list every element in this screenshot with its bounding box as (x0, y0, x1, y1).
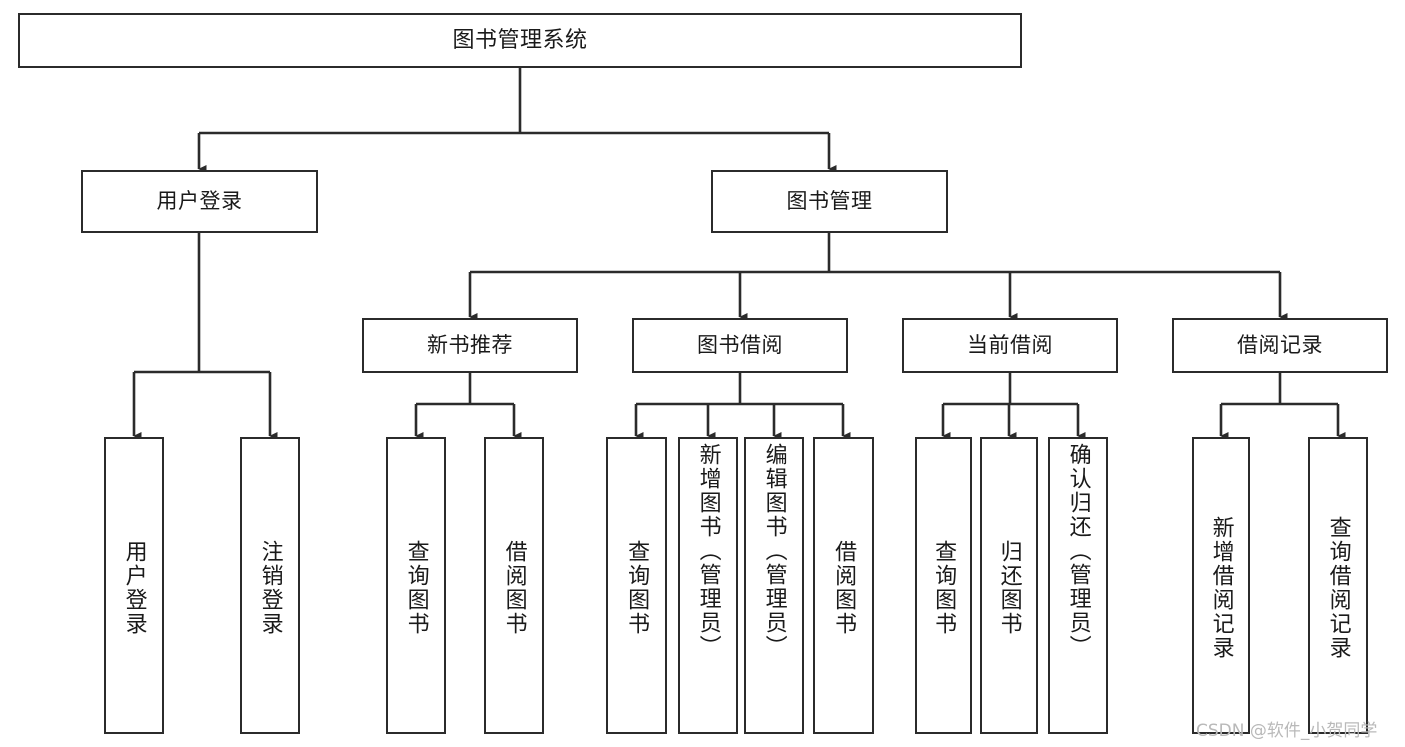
node-leaf-query-book-borrow[interactable]: 查询图书 (606, 437, 667, 734)
node-label: 查询图书 (931, 539, 957, 636)
node-root[interactable]: 图书管理系统 (18, 13, 1022, 68)
node-label: 图书借阅 (697, 333, 783, 358)
node-leaf-logout[interactable]: 注销登录 (240, 437, 300, 734)
node-leaf-query-book-recommend[interactable]: 查询图书 (386, 437, 446, 734)
node-book-management[interactable]: 图书管理 (711, 170, 948, 233)
node-label: 查询图书 (403, 539, 429, 636)
node-user-login[interactable]: 用户登录 (81, 170, 318, 233)
node-book-borrow[interactable]: 图书借阅 (632, 318, 848, 373)
node-leaf-confirm-return-admin[interactable]: 确认归还（管理员） (1048, 437, 1108, 734)
node-label: 新增借阅记录 (1208, 515, 1234, 660)
node-leaf-edit-book-admin[interactable]: 编辑图书（管理员） (744, 437, 804, 734)
node-label: 借阅记录 (1237, 333, 1323, 358)
node-label: 确认归还（管理员） (1065, 443, 1091, 659)
node-leaf-borrow-book-recommend[interactable]: 借阅图书 (484, 437, 544, 734)
node-label: 用户登录 (121, 539, 147, 636)
node-label: 借阅图书 (831, 539, 857, 636)
node-label: 查询图书 (624, 539, 650, 636)
node-leaf-add-book-admin[interactable]: 新增图书（管理员） (678, 437, 738, 734)
node-label: 注销登录 (257, 539, 283, 636)
node-label: 当前借阅 (967, 333, 1053, 358)
node-current-borrow[interactable]: 当前借阅 (902, 318, 1118, 373)
node-leaf-query-borrow-record[interactable]: 查询借阅记录 (1308, 437, 1368, 734)
node-label: 编辑图书（管理员） (761, 443, 787, 659)
connector-edges (132, 68, 1346, 441)
node-label: 用户登录 (156, 189, 243, 214)
node-leaf-return-book[interactable]: 归还图书 (980, 437, 1038, 734)
csdn-watermark: CSDN @软件_小贺同学 (1196, 721, 1378, 741)
node-leaf-add-borrow-record[interactable]: 新增借阅记录 (1192, 437, 1250, 734)
node-label: 新书推荐 (427, 333, 513, 358)
node-label: 新增图书（管理员） (695, 443, 721, 659)
node-label: 借阅图书 (501, 539, 527, 636)
node-leaf-borrow-book[interactable]: 借阅图书 (813, 437, 874, 734)
node-leaf-query-book-current[interactable]: 查询图书 (915, 437, 972, 734)
node-label: 查询借阅记录 (1325, 515, 1351, 660)
node-leaf-user-login[interactable]: 用户登录 (104, 437, 164, 734)
node-label: 图书管理系统 (452, 27, 588, 53)
node-new-book-recommend[interactable]: 新书推荐 (362, 318, 578, 373)
node-borrow-record[interactable]: 借阅记录 (1172, 318, 1388, 373)
node-label: 归还图书 (996, 539, 1022, 636)
node-label: 图书管理 (786, 189, 873, 214)
